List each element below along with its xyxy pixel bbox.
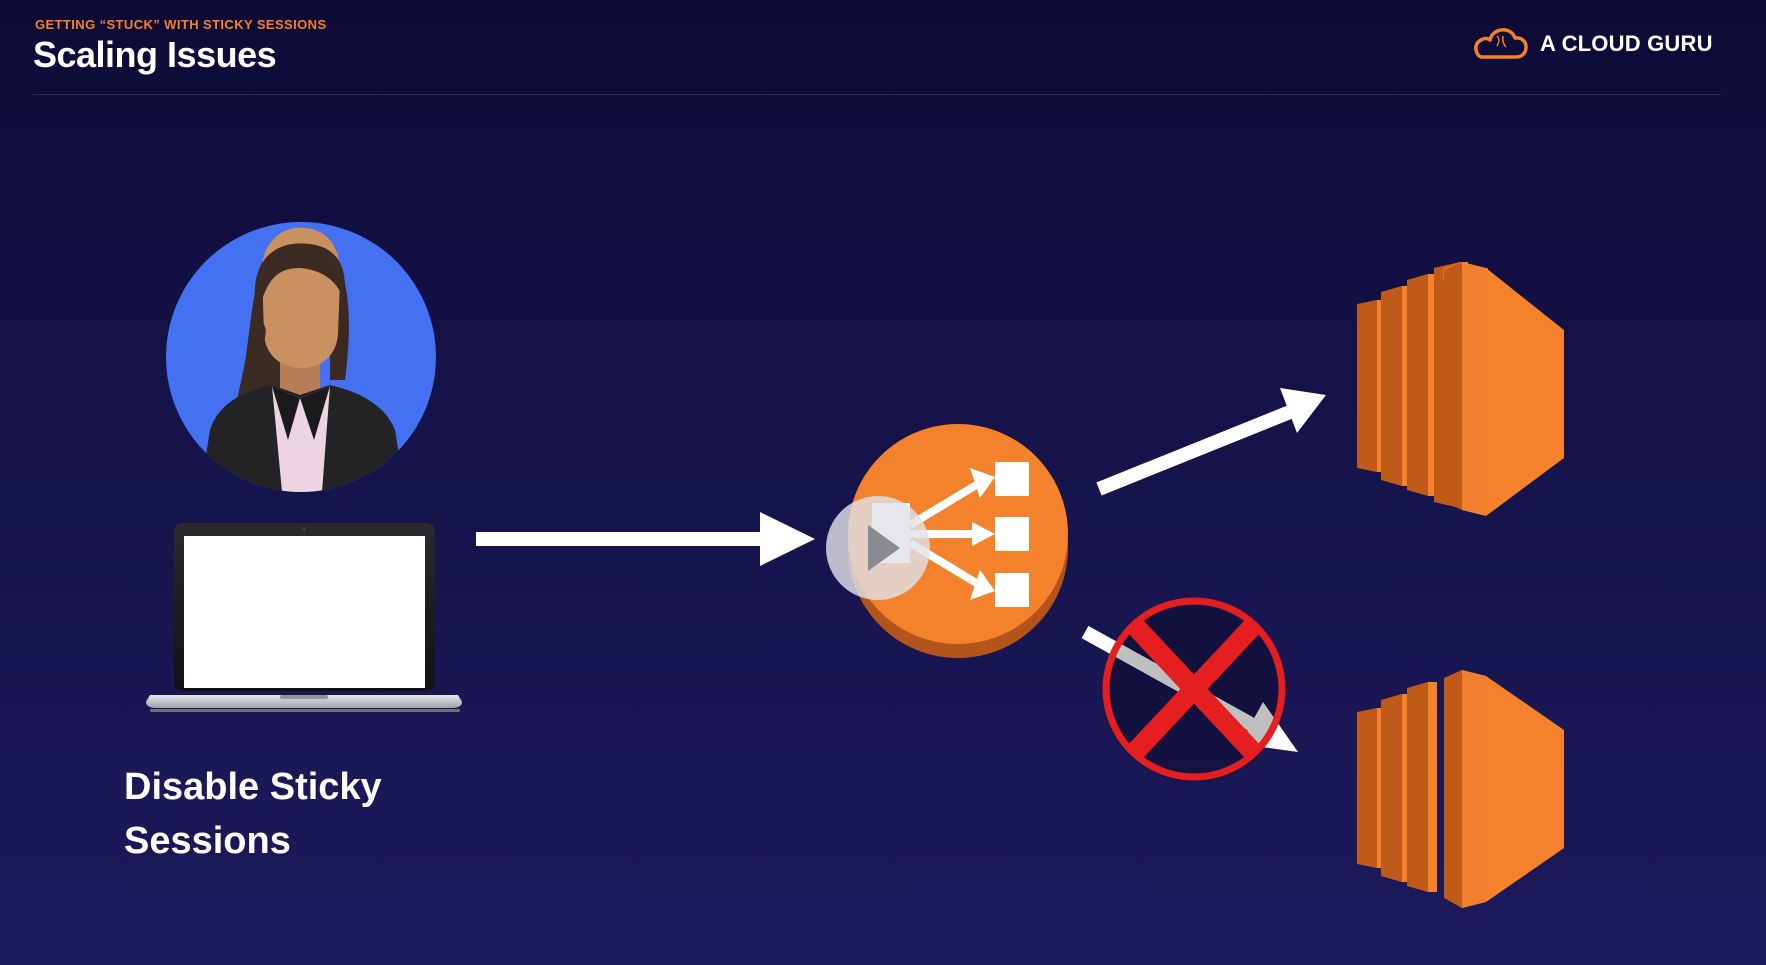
cloud-icon [1474, 28, 1528, 59]
slide-kicker: GETTING “STUCK” WITH STICKY SESSIONS [35, 17, 327, 32]
laptop-icon [146, 523, 462, 712]
diagram-caption: Disable Sticky Sessions [124, 766, 382, 862]
arrow-to-load-balancer [476, 512, 815, 566]
user-avatar-icon [166, 222, 436, 492]
brand-name: A CLOUD GURU [1540, 31, 1713, 56]
play-icon[interactable] [826, 496, 930, 600]
brand-logo: A CLOUD GURU [1470, 26, 1713, 62]
slide-title: Scaling Issues [33, 34, 277, 75]
slide-header: GETTING “STUCK” WITH STICKY SESSIONS Sca… [0, 0, 1766, 96]
ec2-instance-icon [1357, 262, 1564, 516]
header-divider [33, 94, 1721, 95]
ec2-instance-icon [1357, 670, 1564, 908]
red-x-icon [1102, 597, 1286, 782]
arrow-to-top-server [1096, 388, 1326, 496]
